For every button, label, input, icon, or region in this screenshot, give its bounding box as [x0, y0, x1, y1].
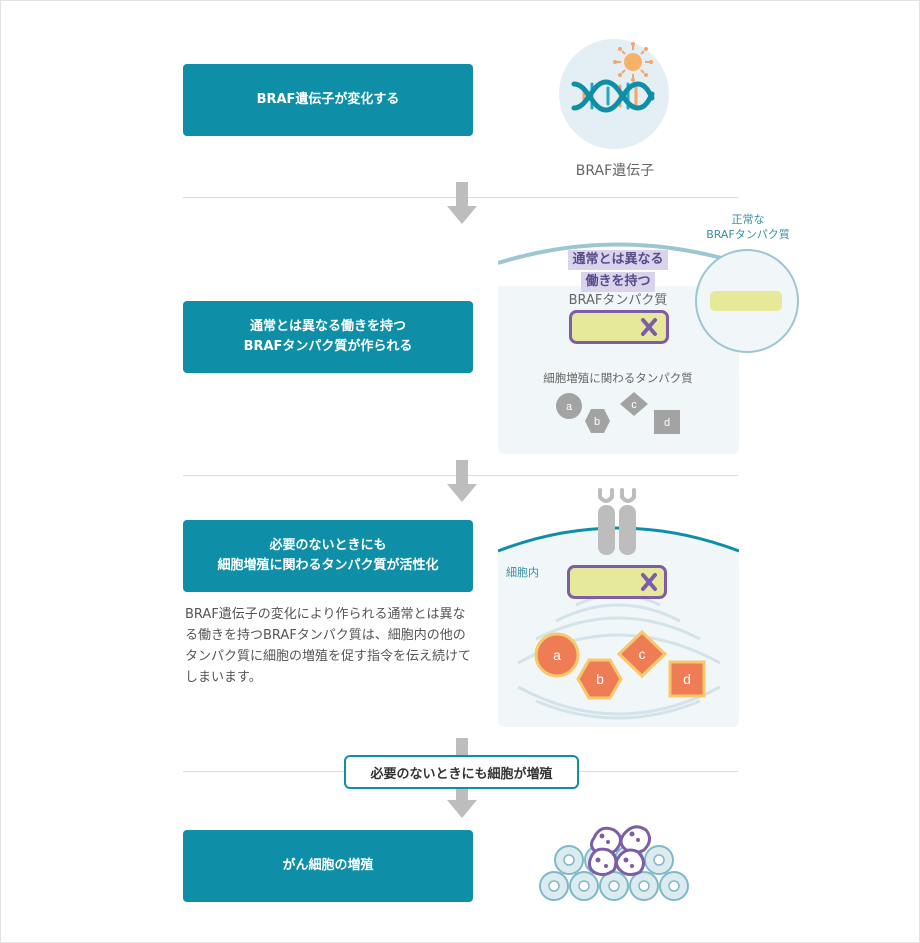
svg-text:b: b: [594, 416, 600, 428]
normal-protein-label: 正常な BRAFタンパク質: [690, 212, 806, 242]
protein-b: b: [585, 409, 610, 433]
callout-box: 必要のないときにも細胞が増殖: [344, 755, 579, 789]
step-3-box: 必要のないときにも 細胞増殖に関わるタンパク質が活性化: [183, 520, 473, 592]
callout-text: 必要のないときにも細胞が増殖: [370, 766, 553, 782]
arrow-down-icon: [447, 182, 477, 224]
growth-proteins-label: 細胞増殖に関わるタンパク質: [543, 371, 693, 385]
protein-c: c: [620, 392, 648, 416]
step-4-label: がん細胞の増殖: [282, 858, 374, 873]
svg-text:c: c: [631, 399, 637, 411]
abnormal-protein-label: BRAFタンパク質: [568, 293, 668, 308]
active-protein-a: a: [534, 632, 580, 678]
step-1-box: BRAF遺伝子が変化する: [183, 64, 473, 136]
normal-braf-bubble: [695, 249, 799, 353]
abnormal-label-line1: 通常とは異なる: [568, 250, 668, 270]
receptor-icon: [598, 488, 636, 555]
cell-interior-label: 細胞内: [506, 566, 539, 579]
description-text: BRAF遺伝子の変化により作られる通常とは異なる働きを持つBRAFタンパク質は、…: [185, 607, 472, 685]
inactive-growth-proteins: a b c d: [556, 392, 680, 434]
step-3-label-line2: 細胞増殖に関わるタンパク質が活性化: [217, 558, 439, 573]
normal-braf-protein: [710, 291, 782, 311]
abnormal-label: 通常とは異なる 働きを持つ: [548, 248, 688, 292]
cancer-cells: [588, 825, 651, 877]
step-4-box: がん細胞の増殖: [183, 830, 473, 902]
svg-text:d: d: [683, 671, 691, 687]
normal-label-line1: 正常な: [731, 213, 765, 226]
mutant-braf-protein-2: [567, 565, 667, 599]
gene-caption: BRAF遺伝子: [575, 163, 655, 179]
svg-text:a: a: [566, 401, 573, 413]
cross-icon: [641, 573, 657, 591]
mutation-burst-icon: [613, 42, 653, 82]
step-3-label-line1: 必要のないときにも: [269, 538, 387, 553]
active-protein-c: c: [616, 629, 668, 679]
step-2-label-line2: BRAFタンパク質が作られる: [243, 339, 413, 354]
abnormal-label-line2: 働きを持つ: [581, 272, 655, 292]
svg-text:b: b: [596, 671, 604, 687]
svg-text:d: d: [664, 417, 670, 429]
normal-label-line2: BRAFタンパク質: [706, 228, 790, 241]
step-2-box: 通常とは異なる働きを持つ BRAFタンパク質が作られる: [183, 301, 473, 373]
protein-d: d: [654, 410, 680, 434]
svg-text:c: c: [639, 646, 646, 662]
active-growth-proteins: a b c d: [534, 629, 706, 700]
active-protein-b: b: [576, 658, 623, 700]
cross-icon: [641, 318, 657, 336]
active-protein-d: d: [668, 660, 706, 698]
arrow-down-icon: [447, 460, 477, 502]
mutant-braf-protein: [569, 310, 669, 344]
cancer-cells-illustration: [539, 825, 689, 901]
dna-illustration: [559, 39, 669, 149]
step-1-label: BRAF遺伝子が変化する: [256, 92, 400, 107]
step-2-label-line1: 通常とは異なる働きを持つ: [249, 319, 406, 334]
protein-a: a: [556, 393, 582, 419]
svg-text:a: a: [553, 647, 561, 663]
